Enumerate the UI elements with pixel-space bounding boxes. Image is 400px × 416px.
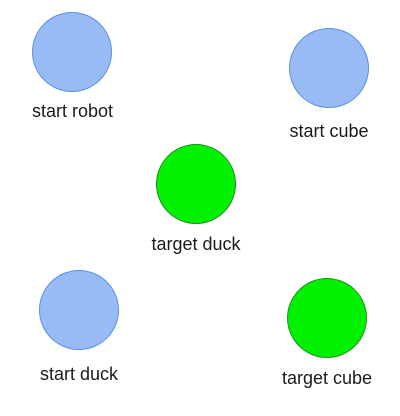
start-cube-label: start cube xyxy=(289,121,369,141)
target-duck-circle xyxy=(156,144,236,224)
target-cube-circle xyxy=(287,278,367,358)
target-cube-label: target cube xyxy=(281,368,373,388)
target-duck-label: target duck xyxy=(151,234,241,254)
start-duck-label: start duck xyxy=(39,364,119,384)
start-robot-label: start robot xyxy=(31,101,114,121)
start-duck-circle xyxy=(39,270,119,350)
start-robot-circle xyxy=(32,12,112,92)
start-cube-circle xyxy=(289,28,369,108)
